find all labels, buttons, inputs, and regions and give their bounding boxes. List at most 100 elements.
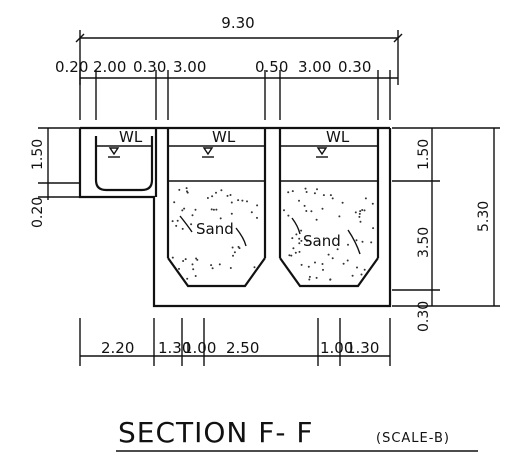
sand-dot <box>184 258 187 261</box>
sand-dot <box>308 275 311 278</box>
sand-dot <box>313 192 316 195</box>
sand-dot <box>215 208 218 211</box>
top-dim-1: 2.00 <box>93 58 126 76</box>
sand-dot <box>190 223 193 226</box>
sand-dot <box>303 204 306 207</box>
sand-dot <box>210 208 213 211</box>
sand-dot <box>231 246 234 249</box>
sand-dot <box>256 216 258 219</box>
sand-dot <box>336 248 339 251</box>
section-title-block: SECTION F- F (SCALE-B) <box>116 416 478 452</box>
sand-dot <box>182 260 185 262</box>
sand-label-2: Sand <box>303 232 341 250</box>
sand-dot <box>363 209 366 212</box>
sand-dot <box>371 202 374 205</box>
sand-dot <box>287 191 290 194</box>
sand-dot <box>196 258 199 261</box>
sand-dot <box>181 209 184 212</box>
sand-dot <box>363 268 366 271</box>
sand-dot <box>298 199 300 202</box>
sand-label-1: Sand <box>196 220 234 238</box>
right-dimension-chain: 1.50 3.50 0.30 5.30 <box>392 127 500 332</box>
sand-dot <box>359 210 362 213</box>
sand-dot <box>300 229 303 232</box>
sand-dot <box>171 220 174 223</box>
sand-dot <box>219 217 222 220</box>
sand-dot <box>354 211 357 214</box>
sand-dot <box>232 254 234 257</box>
wl-label-2: WL <box>212 128 236 146</box>
sand-dot <box>316 188 318 191</box>
sand-dot <box>175 224 178 227</box>
sand-dot <box>230 212 233 215</box>
sand-dot <box>291 237 294 240</box>
sand-dot <box>342 262 345 265</box>
sand-dot <box>287 214 290 217</box>
sand-dot <box>211 195 214 198</box>
sand-dot <box>322 194 325 197</box>
sand-dot <box>338 215 341 218</box>
right-dim-1: 3.50 <box>416 227 432 258</box>
sand-dot <box>351 274 354 277</box>
overall-width-dimension: 9.30 <box>75 14 403 85</box>
sand-dot <box>321 263 324 265</box>
left-dim-0: 1.50 <box>30 139 46 170</box>
sand-dot <box>305 191 308 193</box>
sand-dot <box>230 201 233 204</box>
sand-dot <box>283 209 285 212</box>
sand-dot <box>347 243 349 246</box>
sand-dot <box>185 187 188 190</box>
section-title: SECTION F- F <box>118 416 313 449</box>
wl-label-3: WL <box>326 128 350 146</box>
sand-dot <box>315 276 318 279</box>
sand-dot <box>183 207 186 210</box>
sand-label-group-1: Sand <box>179 215 247 247</box>
sand-dot <box>315 218 318 221</box>
sand-dot <box>356 266 358 269</box>
sand-dot <box>358 212 361 215</box>
sand-dot <box>300 239 303 242</box>
sand-dot <box>372 227 375 230</box>
sand-dot <box>327 253 330 256</box>
overall-width-label: 9.30 <box>221 14 254 32</box>
sand-dot <box>218 263 221 266</box>
sand-fill-2 <box>283 187 375 281</box>
sand-dot <box>341 201 344 204</box>
top-dimension-chain: 0.20 2.00 0.30 3.00 0.50 3.00 0.30 <box>55 58 398 120</box>
sand-dot <box>206 197 209 199</box>
wl-label-1: WL <box>119 128 143 146</box>
sand-dot <box>298 250 301 253</box>
water-level-marker-3: WL <box>316 128 350 158</box>
sand-dot <box>321 207 324 210</box>
sand-dot <box>331 197 334 200</box>
sand-dot <box>226 194 229 197</box>
sand-dot <box>329 194 332 197</box>
sand-dot <box>294 251 297 254</box>
sand-dot <box>191 214 194 217</box>
sand-dot <box>355 239 358 242</box>
sand-dot <box>229 267 232 269</box>
top-dim-6: 0.30 <box>338 58 371 76</box>
sand-dot <box>237 245 240 248</box>
sand-dot <box>194 275 197 277</box>
sand-dot <box>233 251 236 254</box>
sand-dot <box>306 239 308 242</box>
right-dim-0: 1.50 <box>416 139 432 170</box>
sand-dot <box>307 265 310 268</box>
sand-dot <box>181 227 184 230</box>
sand-dot <box>298 242 301 245</box>
sand-dot <box>212 208 215 211</box>
sand-dot <box>361 209 364 211</box>
sand-dot <box>346 259 349 262</box>
sand-dot <box>361 240 364 243</box>
sand-dot <box>288 254 291 257</box>
sand-dot <box>215 191 217 194</box>
bottom-dim-2: 1.00 <box>183 339 216 357</box>
sand-dot <box>171 256 174 259</box>
sand-dot <box>359 220 362 223</box>
sand-dot <box>173 201 176 204</box>
tank-structure <box>78 126 392 308</box>
sand-dot <box>241 199 244 202</box>
sand-fill-1 <box>171 187 259 280</box>
sand-dot <box>370 241 373 244</box>
